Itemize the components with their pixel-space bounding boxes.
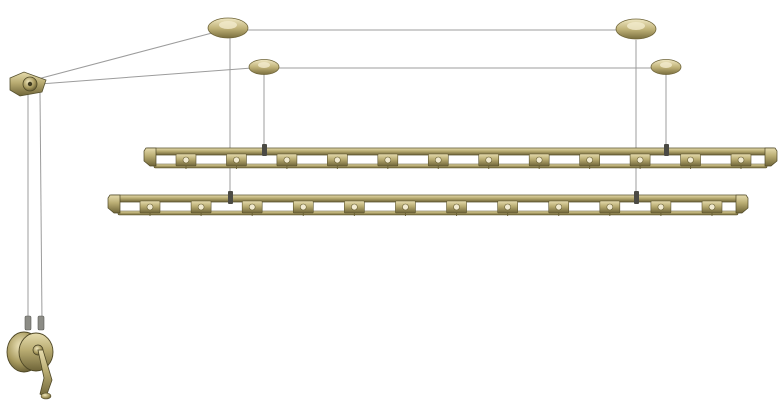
ceiling-pulley-2 [615,18,657,40]
hanger-slot [276,153,298,169]
ceiling-pulley-4 [650,59,682,75]
hanger-slot [497,200,518,216]
hanger-slot [395,200,416,216]
hanger-slot [629,153,651,169]
hanger-slot [241,200,263,216]
hanger-slot [680,153,701,169]
rail-lower [107,194,749,216]
hanger-slot [528,153,550,169]
hanger-slot [139,200,161,216]
hanger-slot [427,153,449,169]
hanger-slot [730,153,752,169]
hanger-slot [579,153,600,169]
corner-pulley-bracket [9,71,47,97]
hanger-slot [599,200,621,216]
rails-group [107,147,778,216]
hanger-slot [226,153,247,169]
ceiling-pulley-3 [248,59,280,75]
hanger-slot [344,200,365,216]
hanger-slot [478,153,500,169]
hand-crank-winder [6,315,54,400]
ceiling-pulley-1 [207,17,249,39]
suspension-cables [27,29,667,323]
hanger-slot [377,153,399,169]
hanger-slot [548,200,570,216]
hanger-slot [190,200,212,216]
hanger-slot [292,200,314,216]
rail-clips [228,144,669,204]
hanger-slot [701,200,723,216]
hanger-slot [650,200,672,216]
rail-upper [143,147,778,169]
hanger-slot [327,153,348,169]
hanger-slot [446,200,467,216]
hanger-slot [175,153,197,169]
